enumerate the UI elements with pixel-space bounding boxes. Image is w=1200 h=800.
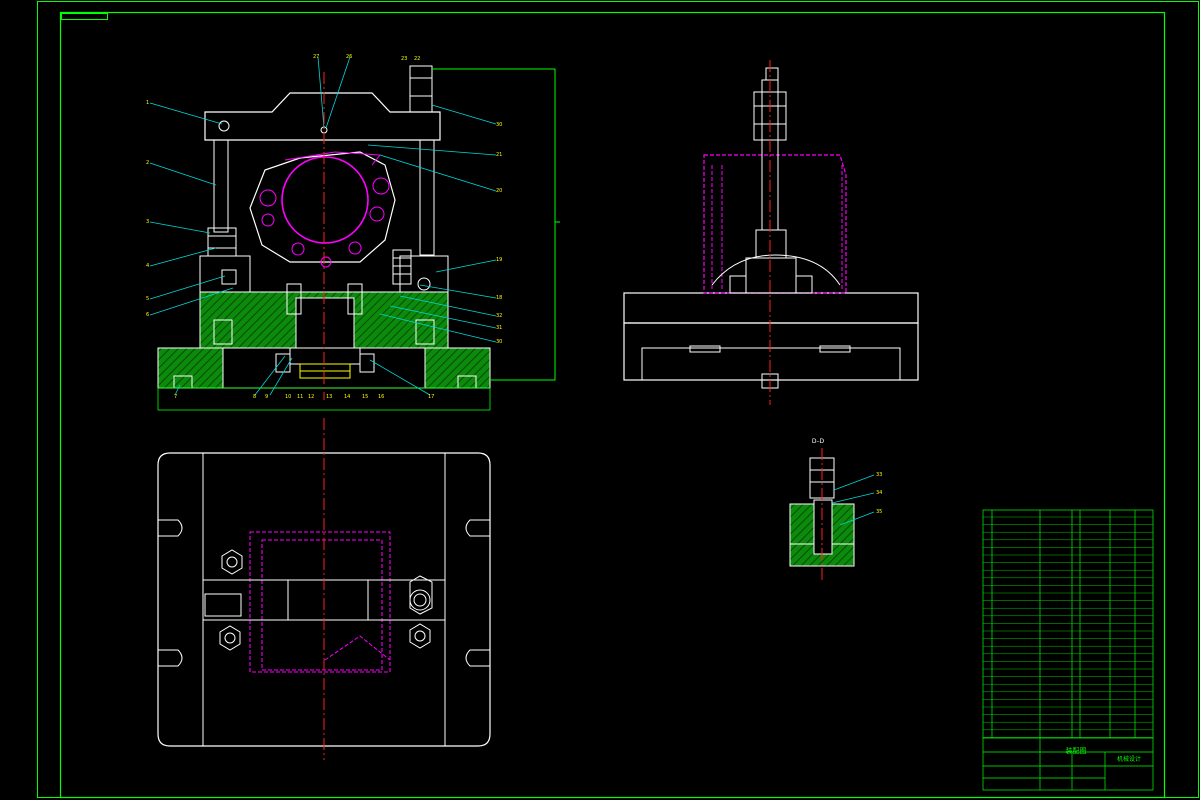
part-balloon-leaders [149, 56, 497, 396]
side-view[interactable] [623, 67, 919, 389]
svg-text:14: 14 [344, 394, 350, 400]
plan-view[interactable] [157, 452, 491, 747]
svg-text:20: 20 [496, 188, 502, 194]
centerlines [323, 60, 823, 760]
svg-text:1: 1 [146, 100, 149, 106]
svg-text:12: 12 [308, 394, 314, 400]
parts-list-rows [983, 516, 1153, 738]
section-label: D–D [811, 438, 825, 445]
svg-text:34: 34 [876, 490, 882, 496]
svg-text:10: 10 [285, 394, 291, 400]
svg-text:15: 15 [362, 394, 368, 400]
svg-text:18: 18 [496, 295, 502, 301]
svg-text:21: 21 [496, 152, 502, 158]
svg-text:23: 23 [401, 56, 407, 62]
svg-text:16: 16 [378, 394, 384, 400]
title-block-company: 机械设计 [1116, 756, 1141, 763]
svg-text:22: 22 [414, 56, 420, 62]
svg-text:27: 27 [313, 54, 319, 60]
title-block[interactable] [983, 737, 1153, 790]
svg-text:5: 5 [146, 296, 149, 302]
detail-section-view[interactable]: 33 34 35 [789, 457, 882, 567]
svg-text:13: 13 [326, 394, 332, 400]
svg-text:11: 11 [297, 394, 303, 400]
title-block-title: 装配图 [1065, 747, 1087, 755]
svg-text:30: 30 [496, 339, 502, 345]
svg-text:26: 26 [346, 54, 352, 60]
svg-text:32: 32 [496, 313, 502, 319]
parts-list-table[interactable] [982, 509, 1154, 791]
svg-text:9: 9 [265, 394, 268, 400]
svg-text:3: 3 [146, 219, 149, 225]
svg-text:8: 8 [253, 394, 256, 400]
dimension-line [432, 68, 560, 381]
svg-text:6: 6 [146, 312, 149, 318]
svg-text:35: 35 [876, 509, 882, 515]
svg-text:30: 30 [496, 122, 502, 128]
svg-text:19: 19 [496, 257, 502, 263]
svg-text:33: 33 [876, 472, 882, 478]
svg-text:17: 17 [428, 394, 434, 400]
svg-text:4: 4 [146, 263, 149, 269]
svg-text:2: 2 [146, 160, 149, 166]
sheet-border [37, 1, 1199, 799]
svg-text:31: 31 [496, 325, 502, 331]
svg-text:7: 7 [174, 394, 177, 400]
